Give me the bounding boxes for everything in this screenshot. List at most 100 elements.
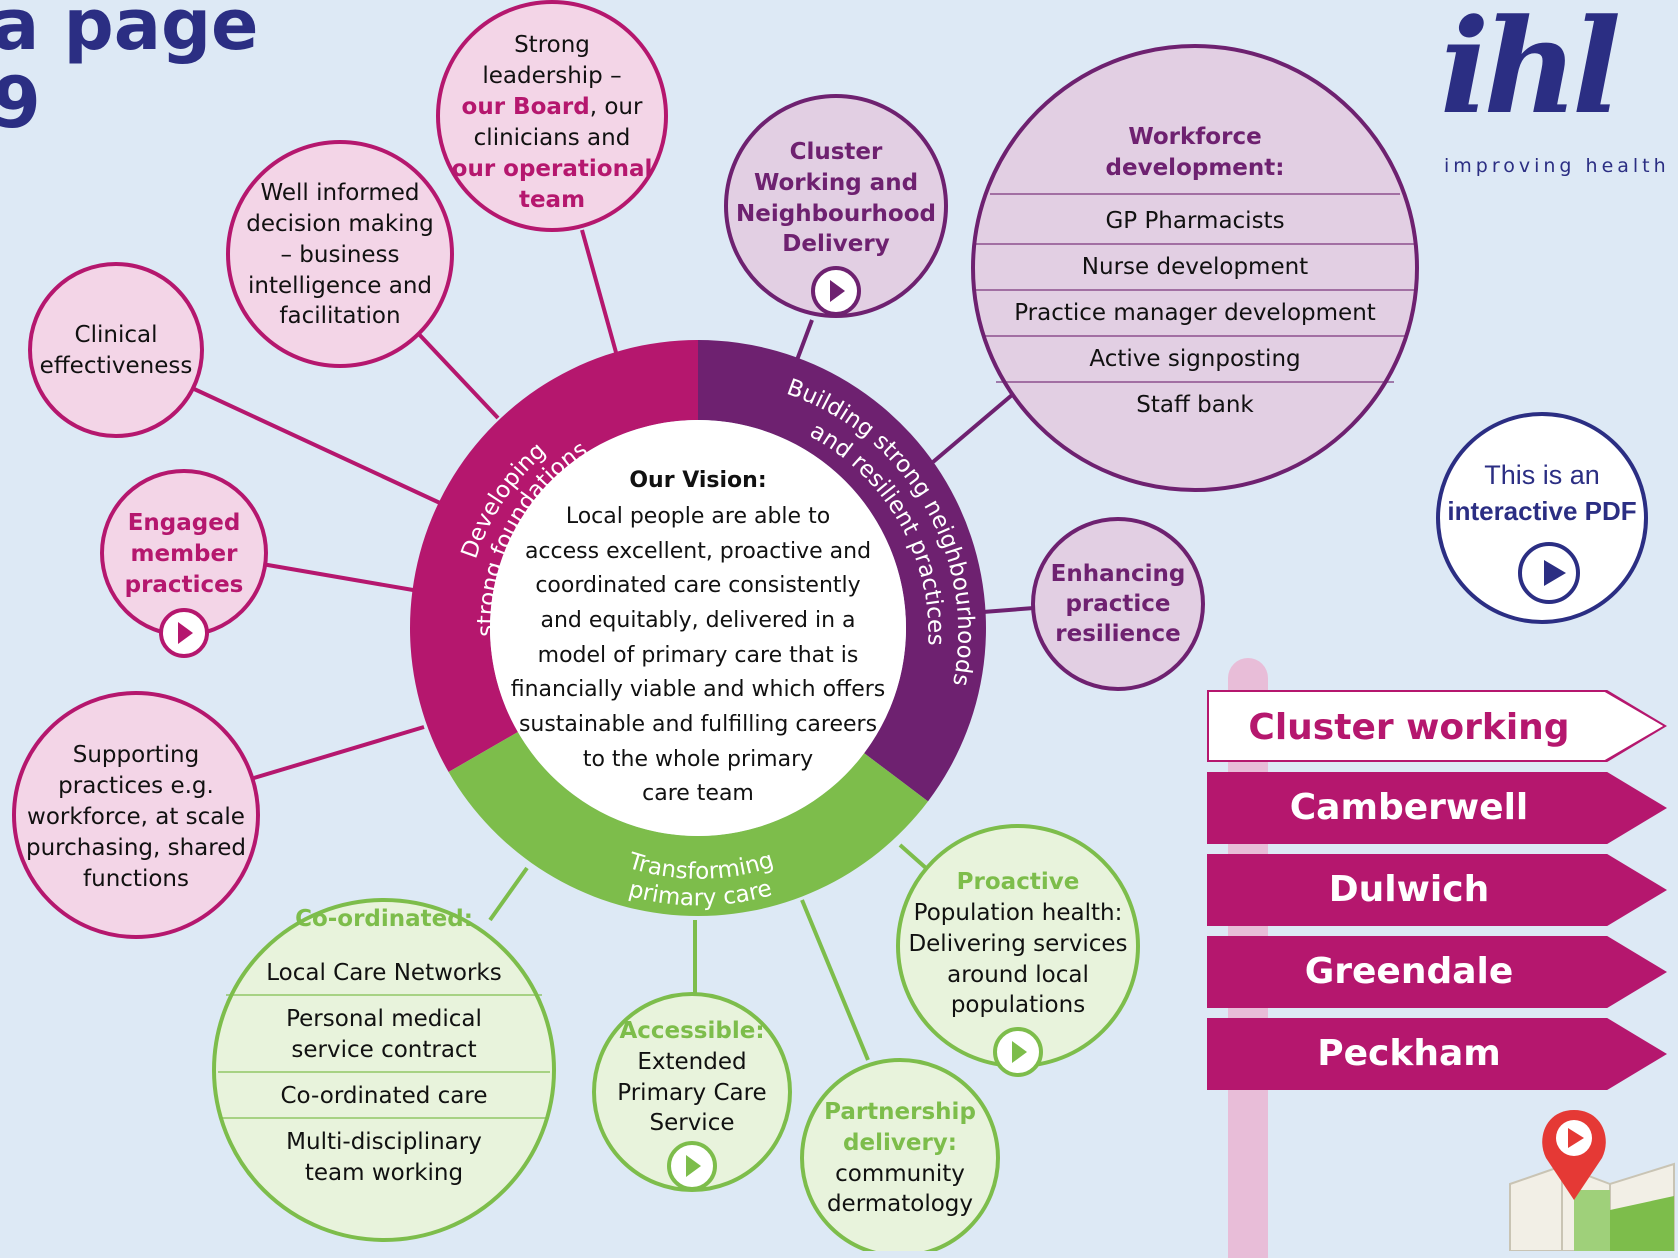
node-text: populations	[951, 992, 1085, 1018]
node-text: resilience	[1055, 621, 1181, 647]
node-text: Extended	[637, 1049, 746, 1075]
connector-engaged	[261, 562, 414, 592]
vision-title: Our Vision:	[629, 468, 766, 493]
node-title: development:	[1106, 155, 1285, 181]
coordinated-item: Co-ordinated care	[281, 1083, 488, 1109]
vision-line: coordinated care consistently	[535, 573, 860, 598]
node-text: around local	[947, 962, 1089, 988]
node-partnership-delivery: Partnership delivery: community dermatol…	[800, 1058, 1000, 1251]
operational-team-link-2[interactable]: team	[519, 187, 585, 213]
workforce-item: Nurse development	[1082, 254, 1308, 280]
vision-line: sustainable and fulfilling careers	[519, 712, 877, 737]
node-text: Clinical	[75, 322, 158, 348]
node-text: Service	[649, 1110, 734, 1136]
node-text: Well informed	[261, 180, 420, 206]
connector-cluster	[795, 319, 814, 361]
board-link[interactable]: our Board	[462, 94, 590, 120]
node-text: our Board, our	[462, 94, 643, 120]
play-icon[interactable]	[993, 1027, 1043, 1077]
node-text: Enhancing	[1051, 561, 1186, 587]
node-text: Neighbourhood	[736, 201, 936, 227]
node-text: practice	[1065, 591, 1170, 617]
node-title: Workforce	[1128, 124, 1261, 150]
node-text: workforce, at scale	[27, 804, 245, 830]
interactive-line-1: This is an	[1484, 460, 1600, 490]
connector-resilience	[982, 606, 1035, 614]
hub-ring	[410, 340, 986, 917]
node-text: effectiveness	[40, 353, 193, 379]
node-leadership: Strong leadership – our Board, our clini…	[436, 0, 668, 232]
sector-building-neighbourhoods	[698, 340, 986, 802]
node-text: Working and	[754, 170, 918, 196]
connector-partnership	[800, 899, 870, 1061]
node-title: Co-ordinated:	[295, 906, 473, 932]
node-text: Population health:	[914, 900, 1123, 926]
node-clinical-effectiveness: Clinical effectiveness	[28, 262, 204, 438]
sign-cluster-working: Cluster working	[1207, 690, 1667, 762]
vision-line: care team	[642, 781, 754, 806]
node-title: Partnership	[824, 1099, 976, 1125]
node-text: leadership –	[482, 63, 621, 89]
workforce-item: Practice manager development	[1014, 300, 1376, 326]
connector-workforce	[931, 393, 1014, 464]
node-engaged-practices[interactable]: Engaged member practices	[100, 469, 268, 658]
node-text: Engaged	[128, 510, 241, 536]
connector-decision	[413, 328, 500, 420]
vision-line: model of primary care that is	[538, 643, 859, 668]
play-icon[interactable]	[811, 266, 861, 316]
play-icon[interactable]	[1518, 542, 1580, 604]
node-text: dermatology	[827, 1191, 973, 1217]
node-coordinated: Co-ordinated: Local Care Networks Person…	[212, 898, 556, 1242]
node-text: functions	[83, 866, 189, 892]
node-accessible[interactable]: Accessible: Extended Primary Care Servic…	[592, 992, 792, 1192]
node-text: practices e.g.	[58, 773, 214, 799]
node-text: intelligence and	[248, 273, 432, 299]
node-text: Primary Care	[617, 1080, 766, 1106]
connector-supporting	[253, 725, 425, 780]
sign-peckham[interactable]: Peckham	[1207, 1018, 1667, 1090]
vision-line: to the whole primary	[583, 747, 813, 772]
sign-greendale[interactable]: Greendale	[1207, 936, 1667, 1008]
node-text: Cluster	[790, 139, 883, 165]
node-text: – business	[280, 242, 399, 268]
logo-mark: ihl	[1440, 0, 1621, 143]
node-text: Strong	[514, 32, 590, 58]
workforce-item: Active signposting	[1089, 346, 1300, 372]
node-decision-making: Well informed decision making – business…	[226, 140, 454, 368]
interactive-pdf-badge[interactable]: This is an interactive PDF	[1436, 412, 1648, 624]
map-icon[interactable]	[1506, 1100, 1678, 1251]
workforce-item: GP Pharmacists	[1105, 208, 1284, 234]
node-text: clinicians and	[474, 125, 631, 151]
node-text: community	[835, 1161, 965, 1187]
logo-tagline: improving health	[1444, 155, 1670, 177]
node-title: Accessible:	[619, 1018, 764, 1044]
operational-team-link[interactable]: our operational	[452, 156, 653, 182]
sector-transforming-care	[448, 732, 929, 917]
node-title: Proactive	[957, 869, 1080, 895]
vision-line: and equitably, delivered in a	[541, 608, 856, 633]
page-title: a page 9	[0, 0, 259, 144]
play-icon[interactable]	[667, 1141, 717, 1191]
sector-developing-foundations	[410, 340, 698, 772]
node-text: Delivery	[782, 231, 889, 257]
coordinated-item: Local Care Networks	[266, 960, 502, 986]
workforce-item: Staff bank	[1136, 392, 1254, 418]
play-icon[interactable]	[159, 608, 209, 658]
ihl-logo: ihl improving health	[1430, 0, 1670, 190]
coordinated-item: Multi-disciplinary	[286, 1129, 482, 1155]
sign-camberwell[interactable]: Camberwell	[1207, 772, 1667, 844]
node-cluster-working[interactable]: Cluster Working and Neighbourhood Delive…	[724, 94, 948, 318]
node-supporting-practices: Supporting practices e.g. workforce, at …	[12, 691, 260, 939]
node-practice-resilience: Enhancing practice resilience	[1031, 517, 1205, 691]
connector-coordinated	[488, 866, 529, 922]
node-text: purchasing, shared	[26, 835, 246, 861]
node-proactive[interactable]: Proactive Population health: Delivering …	[896, 824, 1140, 1077]
hub-center	[490, 420, 906, 836]
node-text: facilitation	[279, 303, 400, 329]
node-text: practices	[125, 572, 244, 598]
interactive-line-2: interactive PDF	[1447, 496, 1637, 526]
sign-dulwich[interactable]: Dulwich	[1207, 854, 1667, 926]
node-text: member	[131, 541, 239, 567]
node-workforce-development: Workforce development: GP Pharmacists Nu…	[971, 44, 1419, 492]
